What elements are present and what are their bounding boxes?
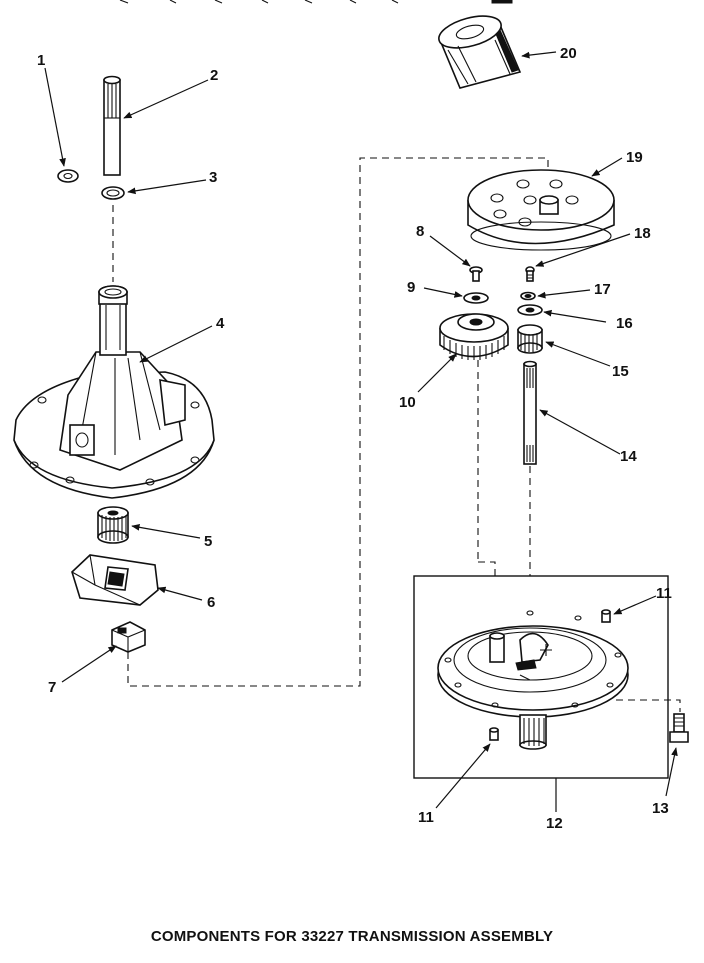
callout-7: 7 (48, 679, 56, 696)
callout-8: 8 (416, 223, 424, 240)
diagram-caption: COMPONENTS FOR 33227 TRANSMISSION ASSEMB… (150, 928, 554, 945)
part-14-shaft (523, 360, 537, 465)
part-6-shifter (71, 554, 159, 606)
part-19-pulley (467, 169, 615, 251)
callout-11-upper: 11 (656, 585, 672, 602)
part-8-screw (469, 266, 483, 282)
callout-4: 4 (216, 315, 225, 332)
callout-9: 9 (407, 279, 415, 296)
callout-2: 2 (210, 67, 218, 84)
part-17-washer (520, 291, 536, 301)
callout-16: 16 (616, 315, 633, 332)
part-16-washer (517, 304, 543, 316)
part-3-washer (101, 186, 125, 200)
part-1-nut (57, 169, 79, 183)
part-12-base-assembly (413, 575, 669, 779)
part-7-block (111, 621, 146, 653)
callout-10: 10 (399, 394, 416, 411)
callout-12: 12 (546, 815, 563, 832)
leader-lines (44, 51, 678, 812)
callout-1: 1 (37, 52, 45, 69)
part-11-plug-lower (489, 727, 499, 741)
part-10-gear (439, 313, 509, 360)
callout-18: 18 (634, 225, 651, 242)
part-11-plug-upper (601, 609, 611, 623)
callout-19: 19 (626, 149, 643, 166)
part-13-bolt (669, 713, 689, 743)
part-15-gear (517, 324, 543, 354)
top-edge-fragment (119, 0, 513, 4)
part-2-shaft (103, 75, 121, 176)
part-20-bushing (438, 15, 522, 89)
callout-6: 6 (207, 594, 215, 611)
callout-labels: 1 2 3 4 5 6 7 8 9 10 11 11 12 13 14 15 1… (37, 45, 672, 832)
callout-15: 15 (612, 363, 629, 380)
part-4-housing (13, 285, 215, 499)
callout-20: 20 (560, 45, 577, 62)
callout-13: 13 (652, 800, 669, 817)
part-5-pinion-gear (97, 506, 129, 544)
part-18-pin (525, 266, 535, 282)
callout-17: 17 (594, 281, 611, 298)
callout-14: 14 (620, 448, 637, 465)
callout-3: 3 (209, 169, 217, 186)
callout-5: 5 (204, 533, 212, 550)
part-9-washer (463, 292, 489, 304)
callout-11-lower: 11 (418, 809, 434, 826)
